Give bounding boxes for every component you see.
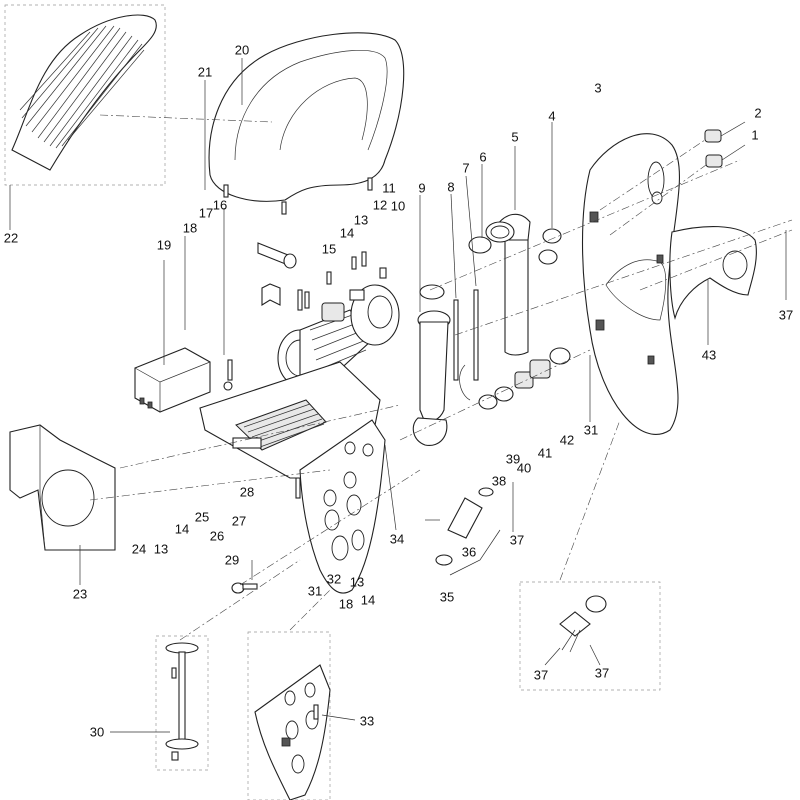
- callout-37-detail-left: 37: [533, 667, 549, 683]
- callout-29: 29: [224, 552, 240, 568]
- part-34-mounting-plate: [299, 419, 386, 594]
- part-18-bracket: [261, 283, 281, 306]
- callout-32: 32: [326, 571, 342, 587]
- callout-35: 35: [439, 589, 455, 605]
- callout-18-top: 18: [182, 220, 198, 236]
- callout-17: 17: [198, 205, 214, 221]
- callout-14-left: 14: [174, 521, 190, 537]
- detail-box-37: [519, 581, 661, 691]
- detail-box-30: [155, 635, 209, 771]
- callout-6: 6: [479, 149, 487, 165]
- part-9-inlet-pipe: [412, 284, 451, 446]
- part-23-front-cover: [9, 424, 116, 551]
- callout-13-left: 13: [153, 541, 169, 557]
- callout-24: 24: [131, 541, 147, 557]
- callout-30: 30: [89, 724, 105, 740]
- part-33-plate-detail: [254, 664, 331, 800]
- callout-37-detail-right: 37: [594, 665, 610, 681]
- callout-20: 20: [234, 42, 250, 58]
- detail-box-22: [4, 4, 166, 186]
- callout-18-bottom: 18: [338, 596, 354, 612]
- callout-7: 7: [462, 160, 470, 176]
- callout-39: 39: [505, 451, 521, 467]
- part-43-hand-bracket: [669, 226, 757, 321]
- callout-41: 41: [537, 445, 553, 461]
- callout-23: 23: [72, 586, 88, 602]
- callout-31-bottom: 31: [307, 583, 323, 599]
- part-7-8-rods: [453, 289, 479, 381]
- callout-15: 15: [321, 241, 337, 257]
- part-4-grommets: [538, 228, 562, 265]
- callout-10: 10: [390, 198, 406, 214]
- callout-8: 8: [447, 179, 455, 195]
- callout-36: 36: [461, 544, 477, 560]
- callout-2: 2: [754, 105, 762, 121]
- callout-43: 43: [701, 347, 717, 363]
- part-6-seal: [468, 236, 492, 254]
- callout-13-bottom: 13: [349, 574, 365, 590]
- callout-22: 22: [3, 230, 19, 246]
- parts-35-36-clip: [425, 487, 501, 576]
- detail-box-33: [247, 631, 331, 800]
- callout-3: 3: [594, 80, 602, 96]
- callout-14-bottom: 14: [360, 592, 376, 608]
- parts-38-42-fittings: [459, 347, 571, 410]
- callout-27: 27: [231, 513, 247, 529]
- part-30-support-leg: [165, 642, 199, 761]
- callout-37-right: 37: [778, 307, 794, 323]
- part-3-side-panel: [581, 133, 681, 435]
- part-20-seat-cushion: [208, 32, 405, 202]
- callout-38: 38: [491, 473, 507, 489]
- part-21-roller: [257, 242, 297, 269]
- part-22-step-cover: [11, 14, 157, 171]
- callout-11: 11: [382, 180, 396, 196]
- callout-31-right: 31: [583, 422, 599, 438]
- callout-28: 28: [239, 484, 255, 500]
- callout-33: 33: [359, 713, 375, 729]
- part-37-detail: [559, 595, 607, 653]
- part-19-control-box: [134, 347, 211, 413]
- callout-13-top: 13: [353, 212, 369, 228]
- part-5-drain-pipe: [485, 213, 531, 356]
- callout-19: 19: [156, 237, 172, 253]
- callout-14-top: 14: [339, 225, 355, 241]
- callout-26: 26: [209, 528, 225, 544]
- callout-9: 9: [418, 180, 426, 196]
- callout-34: 34: [389, 531, 405, 547]
- callout-16: 16: [212, 197, 228, 213]
- callout-21: 21: [197, 64, 213, 80]
- callout-1: 1: [751, 127, 759, 143]
- callout-37-mid: 37: [509, 532, 525, 548]
- callout-12: 12: [372, 197, 388, 213]
- callout-40: 40: [516, 460, 532, 476]
- part-29-leveling-foot: [231, 582, 258, 594]
- callout-42: 42: [559, 432, 575, 448]
- part-1-2-connectors: [704, 121, 746, 168]
- callout-4: 4: [548, 108, 556, 124]
- callout-5: 5: [511, 129, 519, 145]
- callout-25: 25: [194, 509, 210, 525]
